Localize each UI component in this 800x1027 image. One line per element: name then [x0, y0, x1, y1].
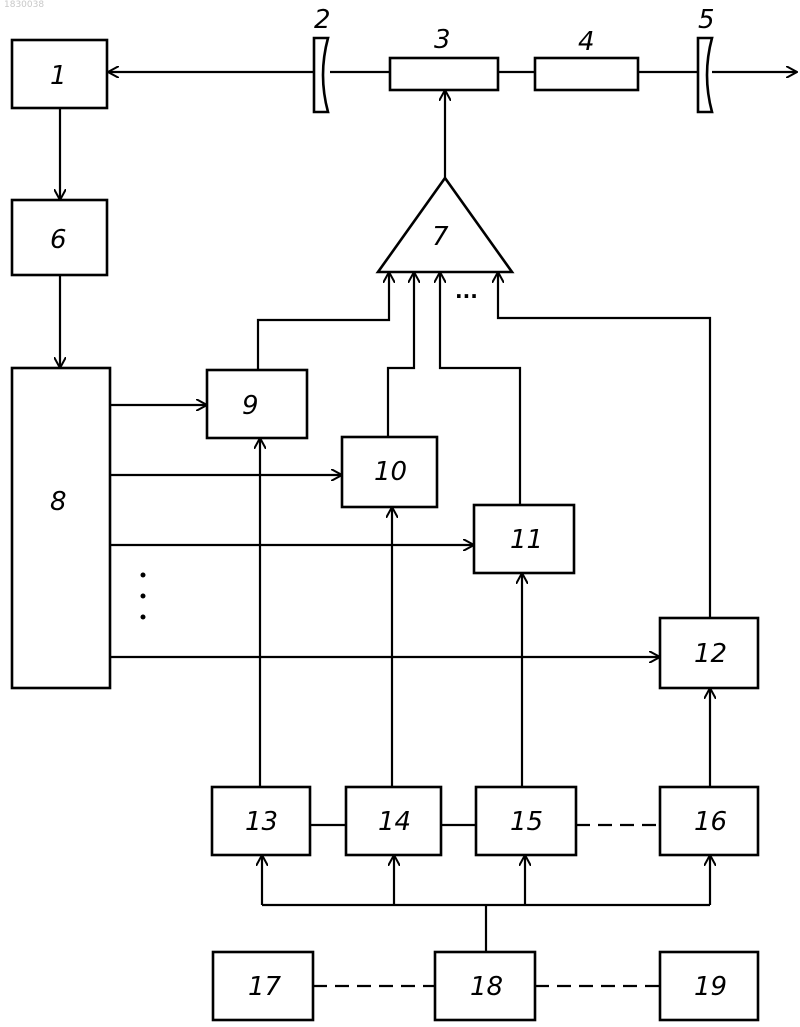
- arrow-10-7: [388, 272, 414, 437]
- label-10: 10: [374, 457, 407, 487]
- label-4: 4: [578, 27, 595, 57]
- block-3: [390, 58, 498, 90]
- amp-dots: ...: [455, 279, 478, 303]
- label-5: 5: [698, 5, 715, 35]
- label-1: 1: [50, 61, 67, 91]
- label-16: 16: [694, 807, 727, 837]
- dot-1: [141, 573, 146, 578]
- arrow-9-7: [258, 272, 389, 370]
- label-6: 6: [50, 225, 67, 255]
- label-19: 19: [694, 972, 727, 1002]
- label-13: 13: [245, 807, 278, 837]
- label-3: 3: [434, 25, 451, 55]
- dot-2: [141, 594, 146, 599]
- arrow-11-7: [440, 272, 520, 505]
- dot-3: [141, 615, 146, 620]
- label-15: 15: [510, 807, 543, 837]
- label-8: 8: [50, 487, 67, 517]
- label-12: 12: [694, 639, 727, 669]
- label-7: 7: [432, 222, 449, 252]
- label-9: 9: [242, 391, 259, 421]
- mirror-2: [314, 38, 328, 112]
- block-8: [12, 368, 110, 688]
- block-4: [535, 58, 638, 90]
- label-17: 17: [248, 972, 282, 1002]
- mirror-5: [698, 38, 712, 112]
- label-18: 18: [470, 972, 503, 1002]
- label-14: 14: [378, 807, 411, 837]
- label-11: 11: [510, 525, 543, 555]
- label-2: 2: [314, 5, 331, 35]
